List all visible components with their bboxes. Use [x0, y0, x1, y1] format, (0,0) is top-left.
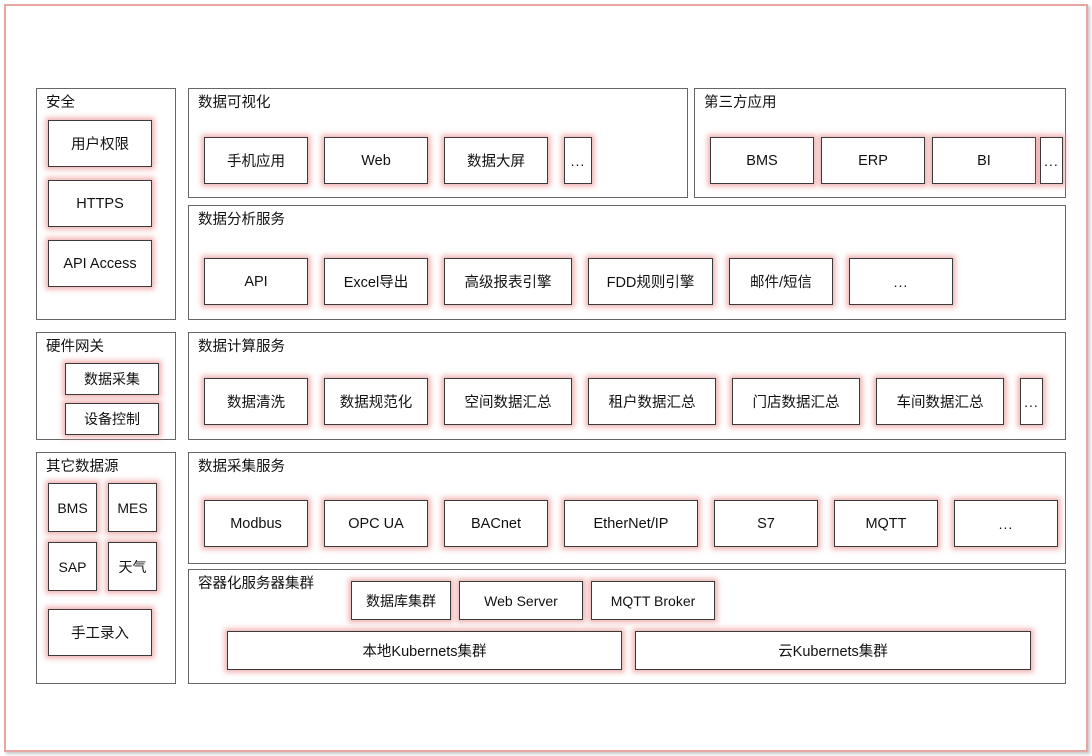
node-mobile-app[interactable]: 手机应用 — [204, 137, 308, 184]
node-mqtt-broker[interactable]: MQTT Broker — [591, 581, 715, 620]
node-ethernet-ip[interactable]: EtherNet/IP — [564, 500, 698, 547]
group-containerized-server-cluster-title: 容器化服务器集群 — [198, 576, 314, 592]
node-web[interactable]: Web — [324, 137, 428, 184]
node-data-dashboard[interactable]: 数据大屏 — [444, 137, 548, 184]
group-data-visualization: 数据可视化 手机应用 Web 数据大屏 ... — [188, 88, 688, 198]
node-cloud-kubernetes-cluster[interactable]: 云Kubernets集群 — [635, 631, 1031, 670]
group-third-party-apps-title: 第三方应用 — [704, 95, 777, 111]
node-data-acquisition[interactable]: 数据采集 — [65, 363, 159, 395]
group-data-compute-service-title: 数据计算服务 — [198, 339, 285, 355]
node-source-mes[interactable]: MES — [108, 483, 157, 532]
node-https[interactable]: HTTPS — [48, 180, 152, 227]
group-data-acquisition-service: 数据采集服务 Modbus OPC UA BACnet EtherNet/IP … — [188, 452, 1066, 564]
node-api[interactable]: API — [204, 258, 308, 305]
group-data-compute-service: 数据计算服务 数据清洗 数据规范化 空间数据汇总 租户数据汇总 门店数据汇总 车… — [188, 332, 1066, 440]
group-data-analysis-service-title: 数据分析服务 — [198, 212, 285, 228]
node-local-kubernetes-cluster[interactable]: 本地Kubernets集群 — [227, 631, 622, 670]
node-workshop-data-aggregation[interactable]: 车间数据汇总 — [876, 378, 1004, 425]
node-modbus[interactable]: Modbus — [204, 500, 308, 547]
diagram-outer-frame: 安全 用户权限 HTTPS API Access 数据可视化 手机应用 Web … — [4, 4, 1088, 752]
node-third-party-more[interactable]: ... — [1040, 137, 1063, 184]
node-api-access[interactable]: API Access — [48, 240, 152, 287]
node-excel-export[interactable]: Excel导出 — [324, 258, 428, 305]
group-other-data-sources-title: 其它数据源 — [46, 459, 119, 475]
group-containerized-server-cluster: 容器化服务器集群 数据库集群 Web Server MQTT Broker 本地… — [188, 569, 1066, 684]
node-data-cleaning[interactable]: 数据清洗 — [204, 378, 308, 425]
node-database-cluster[interactable]: 数据库集群 — [351, 581, 451, 620]
node-mqtt[interactable]: MQTT — [834, 500, 938, 547]
node-data-analysis-more[interactable]: ... — [849, 258, 953, 305]
group-other-data-sources: 其它数据源 BMS MES SAP 天气 手工录入 — [36, 452, 176, 684]
node-email-sms[interactable]: 邮件/短信 — [729, 258, 833, 305]
node-manual-entry[interactable]: 手工录入 — [48, 609, 152, 656]
group-data-acquisition-service-title: 数据采集服务 — [198, 459, 285, 475]
group-security: 安全 用户权限 HTTPS API Access — [36, 88, 176, 320]
node-user-permissions[interactable]: 用户权限 — [48, 120, 152, 167]
node-web-server[interactable]: Web Server — [459, 581, 583, 620]
node-advanced-report-engine[interactable]: 高级报表引擎 — [444, 258, 572, 305]
node-source-weather[interactable]: 天气 — [108, 542, 157, 591]
node-third-party-bi[interactable]: BI — [932, 137, 1036, 184]
node-opc-ua[interactable]: OPC UA — [324, 500, 428, 547]
node-store-data-aggregation[interactable]: 门店数据汇总 — [732, 378, 860, 425]
node-source-bms[interactable]: BMS — [48, 483, 97, 532]
node-third-party-bms[interactable]: BMS — [710, 137, 814, 184]
group-data-visualization-title: 数据可视化 — [198, 95, 271, 111]
node-data-visualization-more[interactable]: ... — [564, 137, 592, 184]
node-third-party-erp[interactable]: ERP — [821, 137, 925, 184]
node-s7[interactable]: S7 — [714, 500, 818, 547]
group-hardware-gateway-title: 硬件网关 — [46, 339, 104, 355]
node-data-compute-more[interactable]: ... — [1020, 378, 1043, 425]
group-security-title: 安全 — [46, 95, 75, 111]
node-space-data-aggregation[interactable]: 空间数据汇总 — [444, 378, 572, 425]
node-source-sap[interactable]: SAP — [48, 542, 97, 591]
node-data-normalization[interactable]: 数据规范化 — [324, 378, 428, 425]
node-tenant-data-aggregation[interactable]: 租户数据汇总 — [588, 378, 716, 425]
node-device-control[interactable]: 设备控制 — [65, 403, 159, 435]
node-data-acquisition-more[interactable]: ... — [954, 500, 1058, 547]
node-fdd-rule-engine[interactable]: FDD规则引擎 — [588, 258, 713, 305]
group-third-party-apps: 第三方应用 BMS ERP BI ... — [694, 88, 1066, 198]
node-bacnet[interactable]: BACnet — [444, 500, 548, 547]
group-data-analysis-service: 数据分析服务 API Excel导出 高级报表引擎 FDD规则引擎 邮件/短信 … — [188, 205, 1066, 320]
group-hardware-gateway: 硬件网关 数据采集 设备控制 — [36, 332, 176, 440]
